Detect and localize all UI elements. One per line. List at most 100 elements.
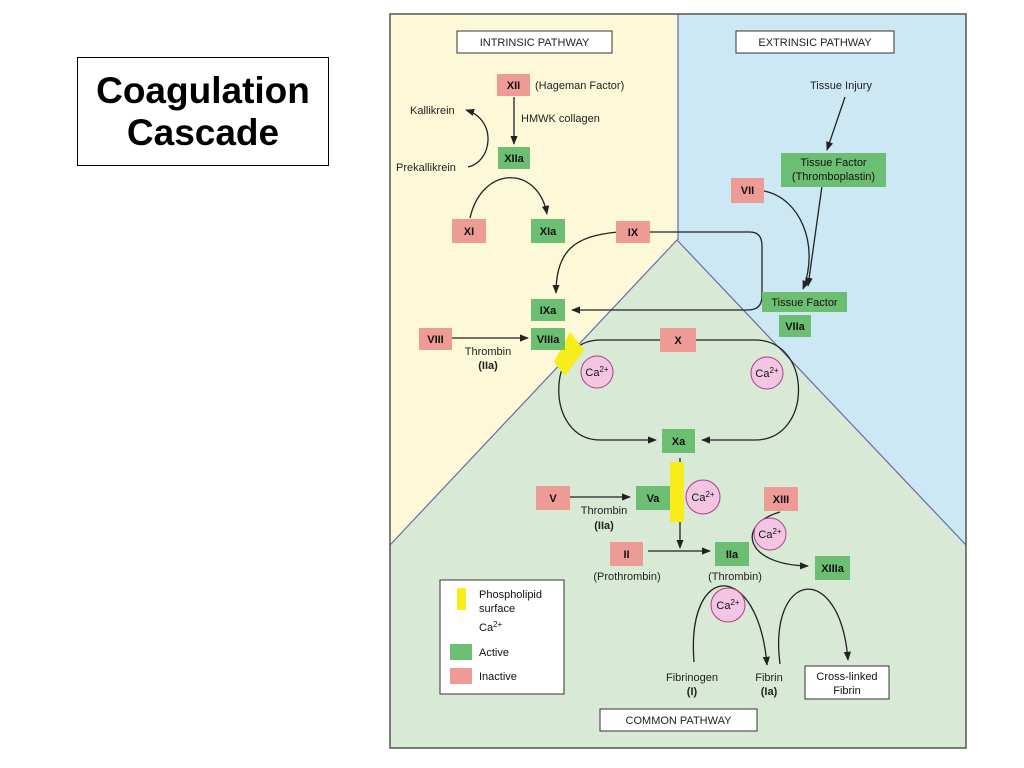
factor-xiia-box <box>498 147 530 169</box>
thrombin-label-1: Thrombin <box>465 346 511 358</box>
fibrinogen-label: Fibrinogen <box>666 672 718 684</box>
tissue-factor-b-box <box>762 292 847 312</box>
hageman-label: (Hageman Factor) <box>535 80 624 92</box>
legend-active: Active <box>479 647 509 659</box>
arrow-x-xa-left <box>558 339 660 444</box>
phospholipid-surface-2 <box>670 462 684 522</box>
calcium-label-5: Ca2+ <box>716 598 740 612</box>
factor-x-box <box>660 328 696 352</box>
factor-viia-box <box>779 315 811 337</box>
factor-viia: VIIa <box>785 321 805 333</box>
factor-xi: XI <box>464 226 474 238</box>
factor-viiia-box <box>531 328 565 350</box>
factor-ix: IX <box>628 227 639 239</box>
extrinsic-header-box <box>735 30 895 54</box>
arrow-fibrinogen-fibrin <box>692 585 770 666</box>
factor-viii: VIII <box>427 334 444 346</box>
tissue-injury-label: Tissue Injury <box>810 80 872 92</box>
factor-va: Va <box>647 493 661 505</box>
title-box: Coagulation Cascade <box>77 57 329 166</box>
factor-xiia: XIIa <box>504 153 524 165</box>
calcium-circle-3 <box>685 479 721 515</box>
factor-ii: II <box>623 549 629 561</box>
factor-xia-box <box>531 219 565 243</box>
crosslinked-fibrin-box <box>804 665 890 700</box>
arrow-xiii-xiiia <box>751 511 809 570</box>
arrow-prekallikrein-kallikrein <box>465 108 489 168</box>
prothrombin-label: (Prothrombin) <box>593 571 660 583</box>
factor-iia-box <box>715 542 749 566</box>
fibrinogen-label-b: (I) <box>687 686 698 698</box>
factor-xii: XII <box>507 80 520 92</box>
thrombin-label-2b: (IIa) <box>594 520 614 532</box>
common-header: COMMON PATHWAY <box>626 715 733 727</box>
factor-xiii: XIII <box>773 494 790 506</box>
calcium-circle-4 <box>753 517 787 551</box>
common-border <box>389 239 967 546</box>
calcium-circle-1 <box>580 355 614 389</box>
intrinsic-header: INTRINSIC PATHWAY <box>480 37 590 49</box>
legend-active-swatch <box>450 644 472 660</box>
legend-calcium: Ca2+ <box>479 620 503 634</box>
tissue-factor-b: Tissue Factor <box>771 297 838 309</box>
factor-xiiia: XIIIa <box>821 563 845 575</box>
factor-xii-box <box>497 74 530 96</box>
calcium-circle-2 <box>750 356 784 390</box>
factor-v: V <box>549 493 557 505</box>
factor-xi-box <box>452 219 486 243</box>
arrow-fibrin-crosslinked <box>778 588 851 665</box>
legend-phospholipid-2: surface <box>479 603 515 615</box>
prekallikrein-label: Prekallikrein <box>396 162 456 174</box>
thrombin-label-1b: (IIa) <box>478 360 498 372</box>
calcium-label-3: Ca2+ <box>691 490 715 504</box>
factor-xa-box <box>662 429 695 453</box>
factor-va-box <box>636 486 670 510</box>
factor-viii-box <box>419 328 452 350</box>
arrow-ix-ixa <box>552 231 619 294</box>
factor-ixa: IXa <box>540 305 557 317</box>
arrow-xi-xia <box>469 177 550 219</box>
diagram-frame <box>389 13 967 749</box>
calcium-label-1: Ca2+ <box>585 365 609 379</box>
factor-xa: Xa <box>672 436 686 448</box>
factor-v-box <box>536 486 570 510</box>
factor-iia: IIa <box>726 549 739 561</box>
tissue-factor-line1: Tissue Factor <box>800 157 867 169</box>
crosslinked-label-2: Fibrin <box>833 685 861 697</box>
common-header-box <box>599 708 758 732</box>
fibrin-label-b: (Ia) <box>761 686 778 698</box>
kallikrein-label: Kallikrein <box>410 105 455 117</box>
tissue-factor-line2: (Thromboplastin) <box>792 171 875 183</box>
tissue-factor-box <box>781 153 886 187</box>
calcium-label-2: Ca2+ <box>755 366 779 380</box>
extrinsic-header: EXTRINSIC PATHWAY <box>758 37 872 49</box>
factor-vii-box <box>731 178 764 203</box>
factor-viiia: VIIIa <box>537 334 561 346</box>
calcium-circle-5 <box>710 587 746 623</box>
intrinsic-header-box <box>456 30 613 54</box>
fibrin-label: Fibrin <box>755 672 783 684</box>
factor-ix-box <box>616 221 650 243</box>
hmwk-label: HMWK collagen <box>521 113 600 125</box>
phospholipid-surface-1 <box>554 332 584 376</box>
arrow-vii-viia <box>763 190 810 290</box>
title-line-1: Coagulation <box>96 69 310 111</box>
factor-vii: VII <box>741 185 754 197</box>
factor-ii-box <box>610 542 643 566</box>
arrow-x-xa-right <box>696 339 799 444</box>
thrombin-label-3: (Thrombin) <box>708 571 762 583</box>
crosslinked-label-1: Cross-linked <box>816 671 877 683</box>
legend-phospholipid-1: Phospholipid <box>479 589 542 601</box>
factor-ixa-box <box>531 299 565 321</box>
legend-inactive-swatch <box>450 668 472 684</box>
factor-x: X <box>674 335 682 347</box>
legend-inactive: Inactive <box>479 671 517 683</box>
thrombin-label-2: Thrombin <box>581 505 627 517</box>
factor-xiiia-box <box>815 556 850 580</box>
legend-phospholipid-swatch <box>457 588 466 610</box>
title-line-2: Cascade <box>126 111 280 153</box>
factor-xia: XIa <box>540 226 557 238</box>
calcium-label-4: Ca2+ <box>758 527 782 541</box>
arrow-tissue-injury <box>826 96 846 151</box>
